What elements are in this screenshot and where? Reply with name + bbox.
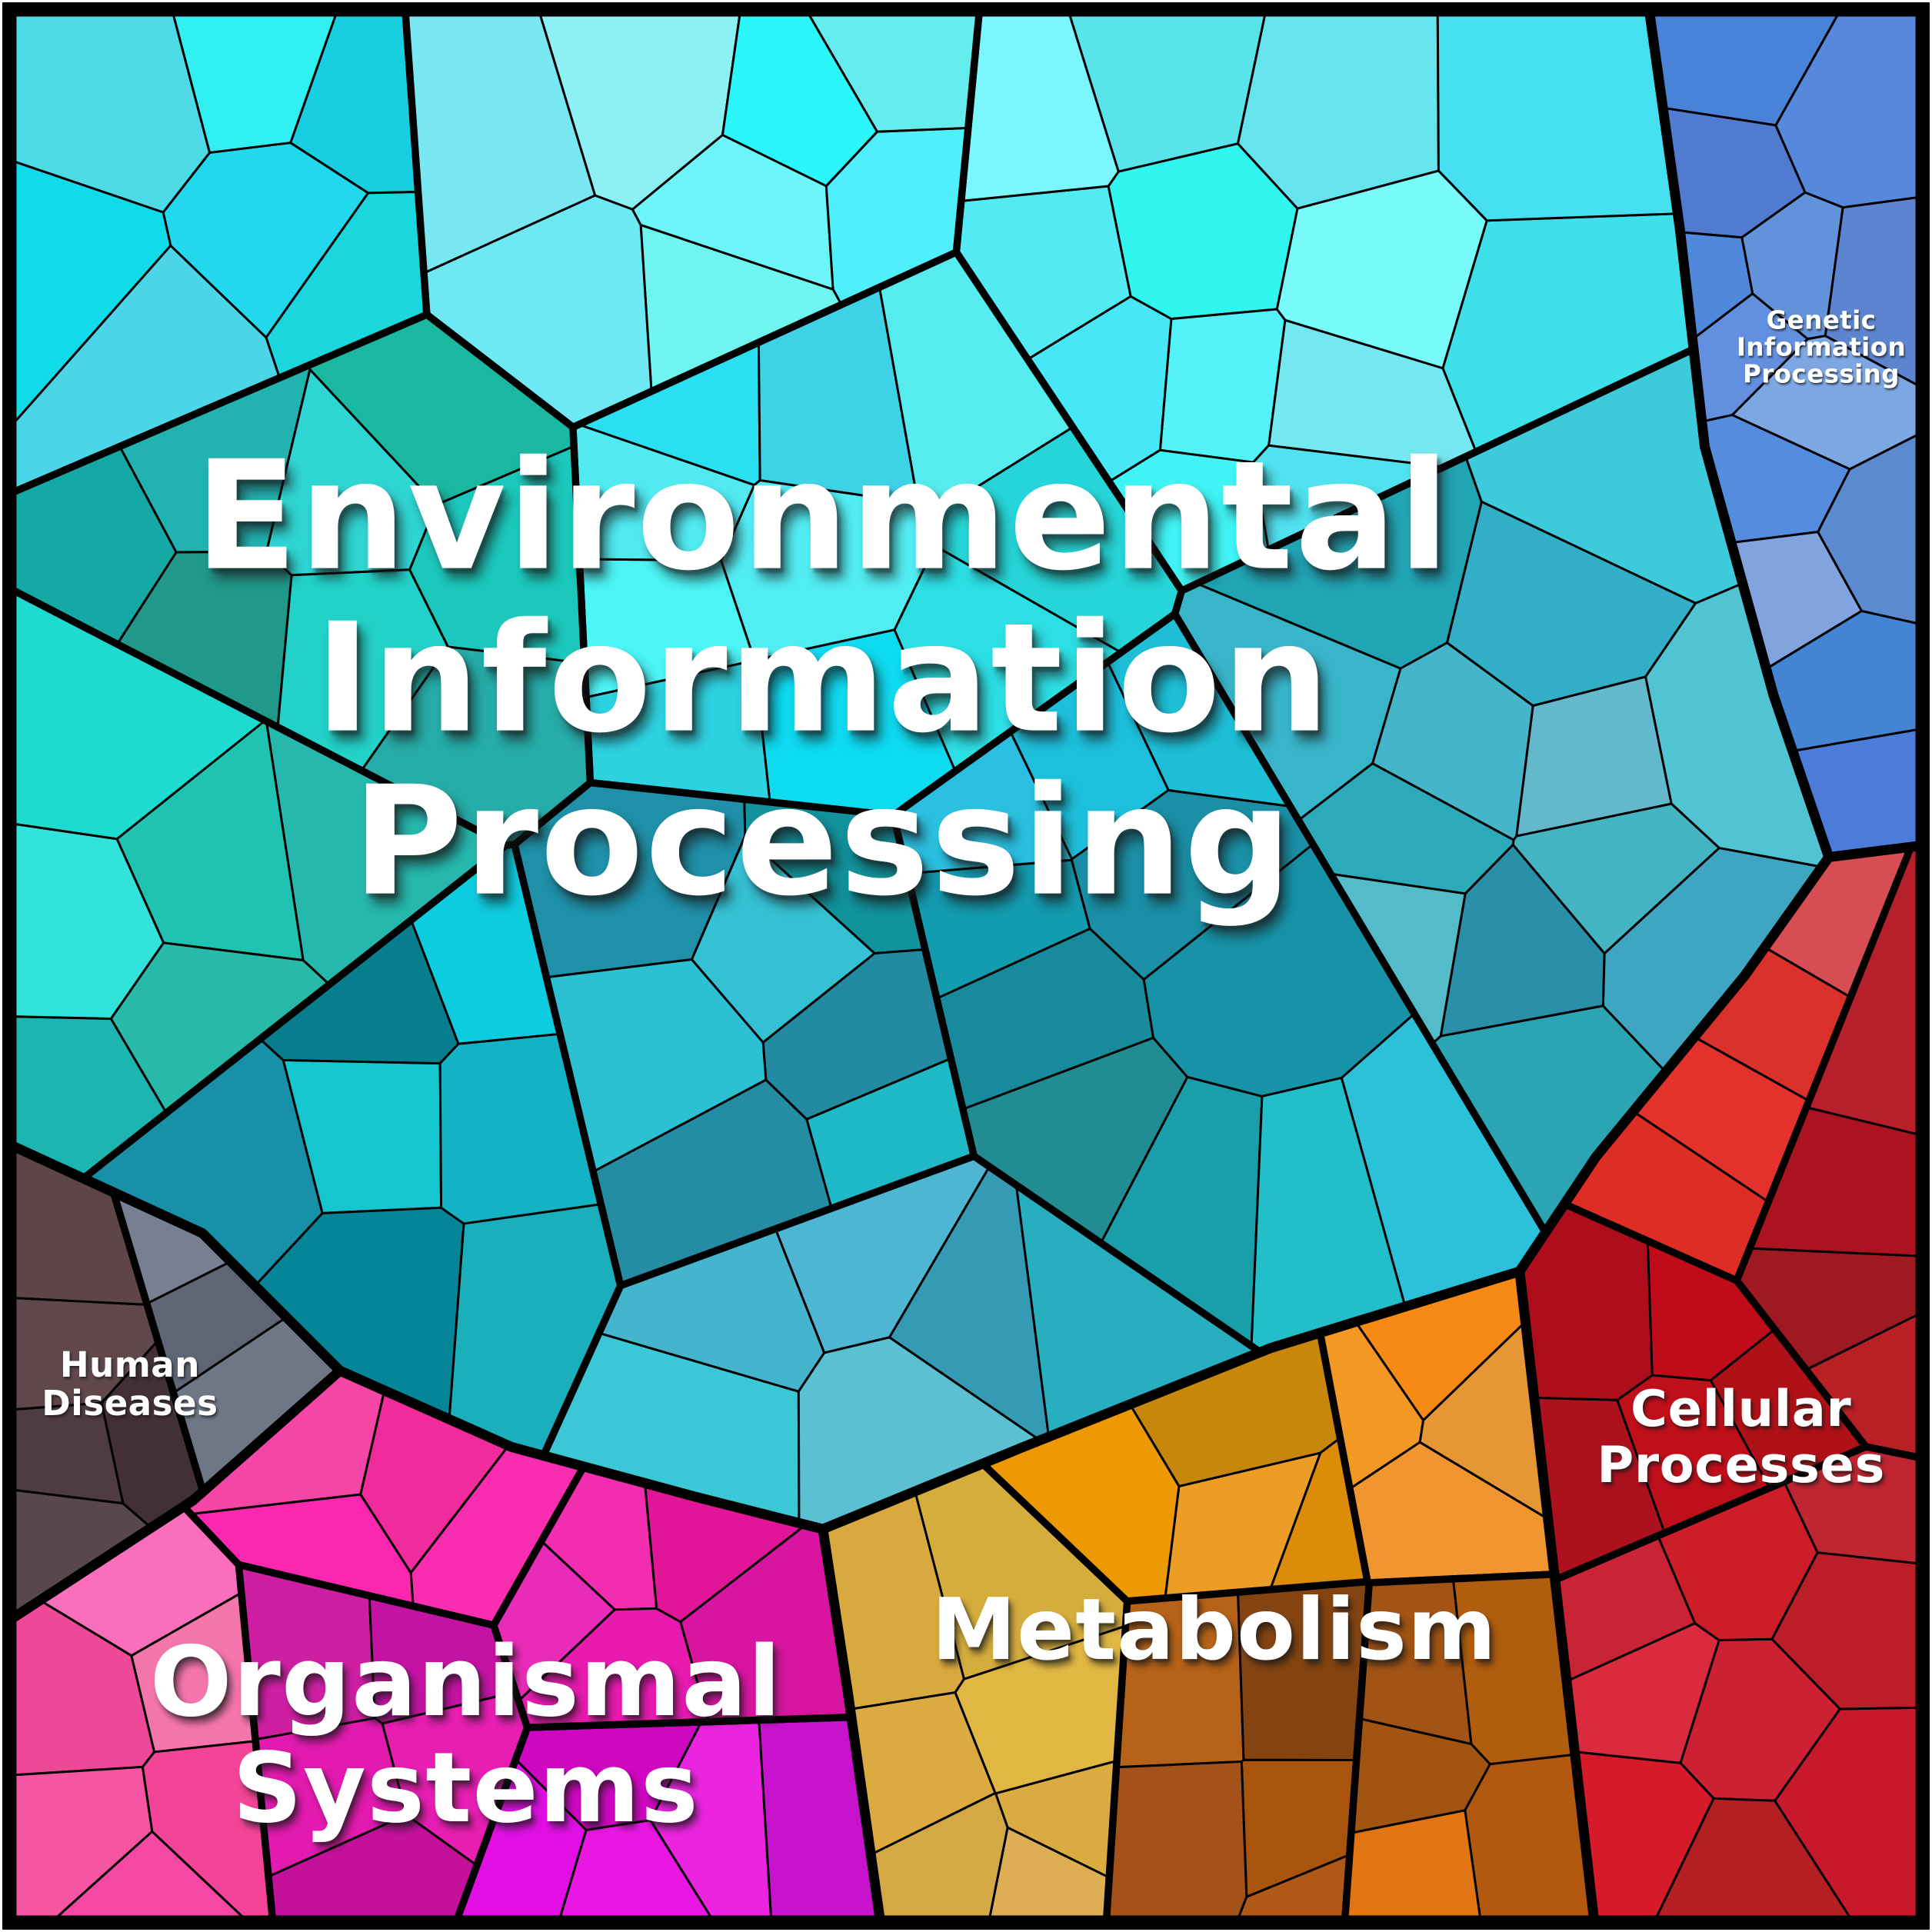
pathway-cell <box>12 1401 125 1505</box>
pathway-cell <box>12 12 212 214</box>
pathway-cell <box>171 12 338 154</box>
pathway-cell <box>1275 169 1488 370</box>
pathway-cell <box>1439 843 1606 1038</box>
pathway-cell <box>265 368 438 577</box>
pathway-cell <box>1067 12 1267 173</box>
pathway-cell <box>649 1719 773 1920</box>
pathway-cell <box>1358 1577 1473 1746</box>
region-outline <box>12 1140 345 1624</box>
group-outline <box>401 12 983 431</box>
region-outline <box>1644 12 1920 862</box>
pathway-cell <box>1237 1580 1371 1761</box>
pathway-cell <box>545 958 768 1173</box>
pathway-cell <box>721 12 879 188</box>
pathway-cell <box>1654 1797 1854 1920</box>
pathway-cell <box>869 1791 1009 1920</box>
pathway-cell <box>1105 1760 1248 1920</box>
treemap-canvas <box>12 12 1920 1920</box>
pathway-cell <box>1158 308 1287 464</box>
pathway-cell <box>720 479 937 661</box>
pathway-cell <box>12 822 165 1021</box>
pathway-cell <box>1026 295 1173 483</box>
pathway-cell <box>538 12 741 211</box>
pathway-cell <box>1115 1591 1245 1769</box>
pathway-cell <box>690 834 876 1044</box>
pathway-cell <box>12 1599 156 1777</box>
pathway-cell <box>1436 12 1679 222</box>
group-outline <box>12 311 595 849</box>
